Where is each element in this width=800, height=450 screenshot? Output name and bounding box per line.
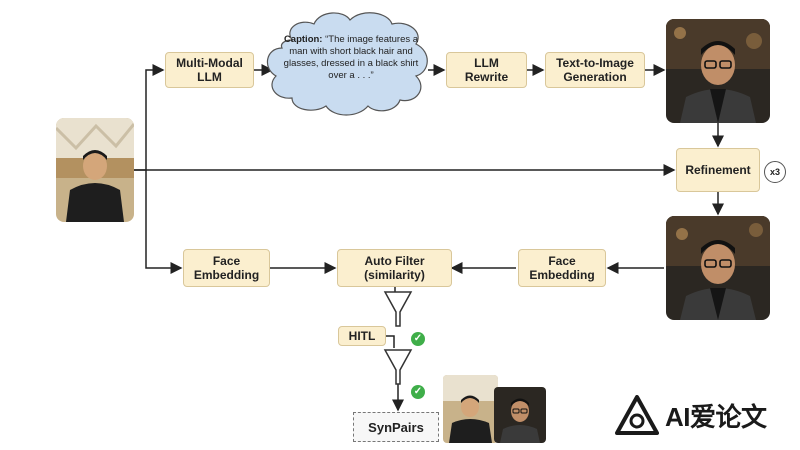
watermark: AI爱论文 [615,395,767,435]
caption-text: Caption: “The image features a man with … [279,34,423,82]
arrow-input-to-mmllm [133,64,165,171]
check-icon-2: ✓ [411,385,425,399]
face-embedding-left-node: Face Embedding [183,249,270,287]
synpairs-node: SynPairs [353,412,439,442]
auto-filter-node: Auto Filter (similarity) [337,249,452,287]
input-photo [56,118,134,222]
check-icon: ✓ [411,332,425,346]
refined-photo [666,216,770,320]
multimodal-llm-node: Multi-Modal LLM [165,52,254,88]
face-embedding-right-node: Face Embedding [518,249,606,287]
t2i-generation-node: Text-to-Image Generation [545,52,645,88]
synpair-generated-photo [494,387,546,443]
caption-label: Caption: [283,34,323,45]
hitl-node: HITL [338,326,386,346]
caption-cloud [266,12,428,116]
generated-photo [666,19,770,123]
llm-rewrite-node: LLM Rewrite [446,52,527,88]
arrow-hitl-to-funnel [386,335,395,348]
synpair-real-photo [443,375,498,443]
funnel-icon-2 [383,349,413,385]
caption-body: “The image features a man with short bla… [283,34,419,81]
repeat-x3-badge: x3 [764,161,786,183]
arrow-input-to-face-embedding [145,170,183,274]
funnel-icon [383,291,413,327]
watermark-text: AI爱论文 [665,401,767,432]
watermark-logo-icon [615,395,659,435]
refinement-node: Refinement [676,148,760,192]
